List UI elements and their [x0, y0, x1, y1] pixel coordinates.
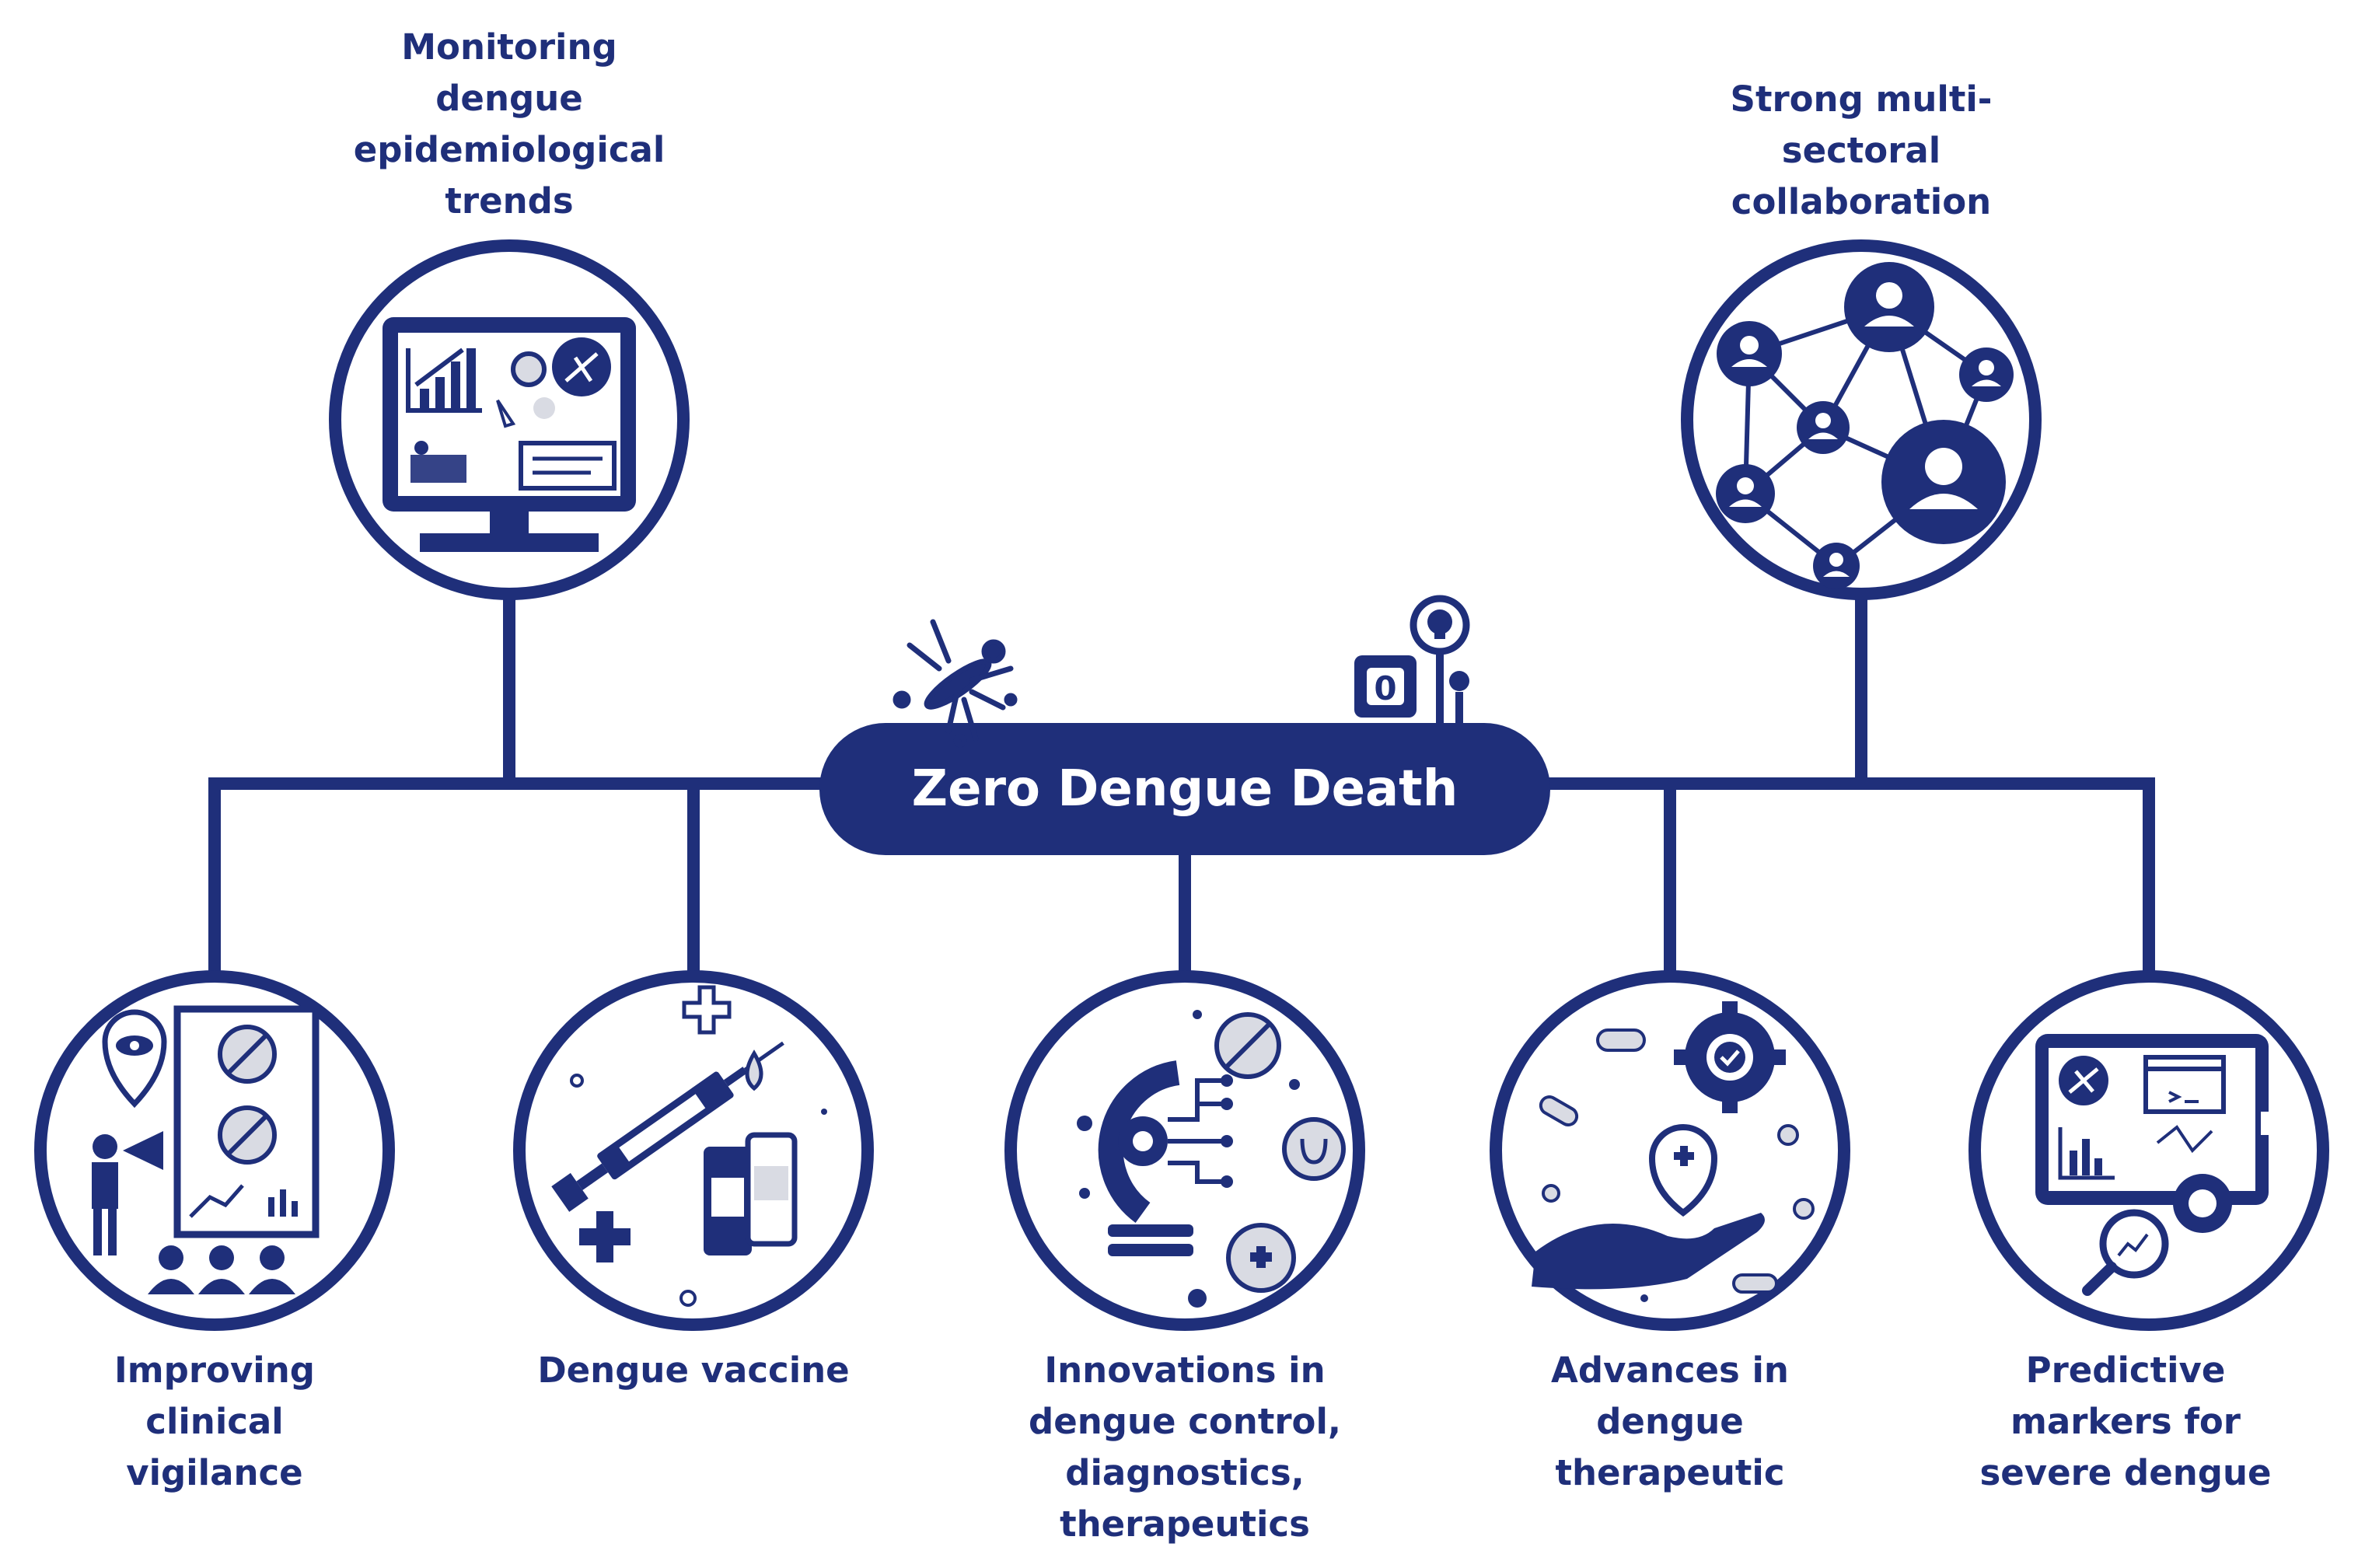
- label-dengue-vaccine: Dengue vaccine: [537, 1350, 850, 1391]
- node-therapeutic: [1490, 970, 1850, 1331]
- label-clinical-vigilance: Improving clinical vigilance: [114, 1350, 315, 1493]
- node-collaboration: [1681, 239, 2042, 600]
- predictive-markers-icon: [2035, 1034, 2269, 1296]
- node-monitoring: [329, 239, 690, 600]
- clinical-vigilance-icon: [92, 1005, 320, 1294]
- people-network-icon: [1716, 262, 2014, 589]
- label-predictive-markers: Predictive markers for severe dengue: [1979, 1350, 2272, 1493]
- node-innovations: [1004, 970, 1365, 1331]
- label-innovations: Innovations in dengue control, diagnosti…: [1029, 1350, 1341, 1545]
- node-predictive-markers: [1968, 970, 2329, 1331]
- node-dengue-vaccine: [513, 970, 874, 1331]
- innovation-lightbulb-icon: [1077, 1010, 1346, 1308]
- node-clinical-vigilance: [34, 970, 395, 1331]
- label-therapeutic: Advances in dengue therapeutic: [1551, 1350, 1789, 1493]
- death-counter-icon: [1354, 595, 1470, 723]
- hub-title: Zero Dengue Death: [911, 760, 1458, 818]
- label-monitoring: Monitoring dengue epidemiological trends: [353, 26, 665, 222]
- death-counter-value: 0: [1374, 669, 1396, 707]
- therapeutic-hand-icon: [1532, 1001, 1815, 1302]
- monitor-dashboard-icon: [383, 317, 636, 552]
- vaccine-syringe-icon: [551, 985, 827, 1307]
- hub-pill: [819, 723, 1550, 855]
- label-collaboration: Strong multi- sectoral collaboration: [1730, 79, 1993, 222]
- mosquito-icon: [893, 619, 1018, 748]
